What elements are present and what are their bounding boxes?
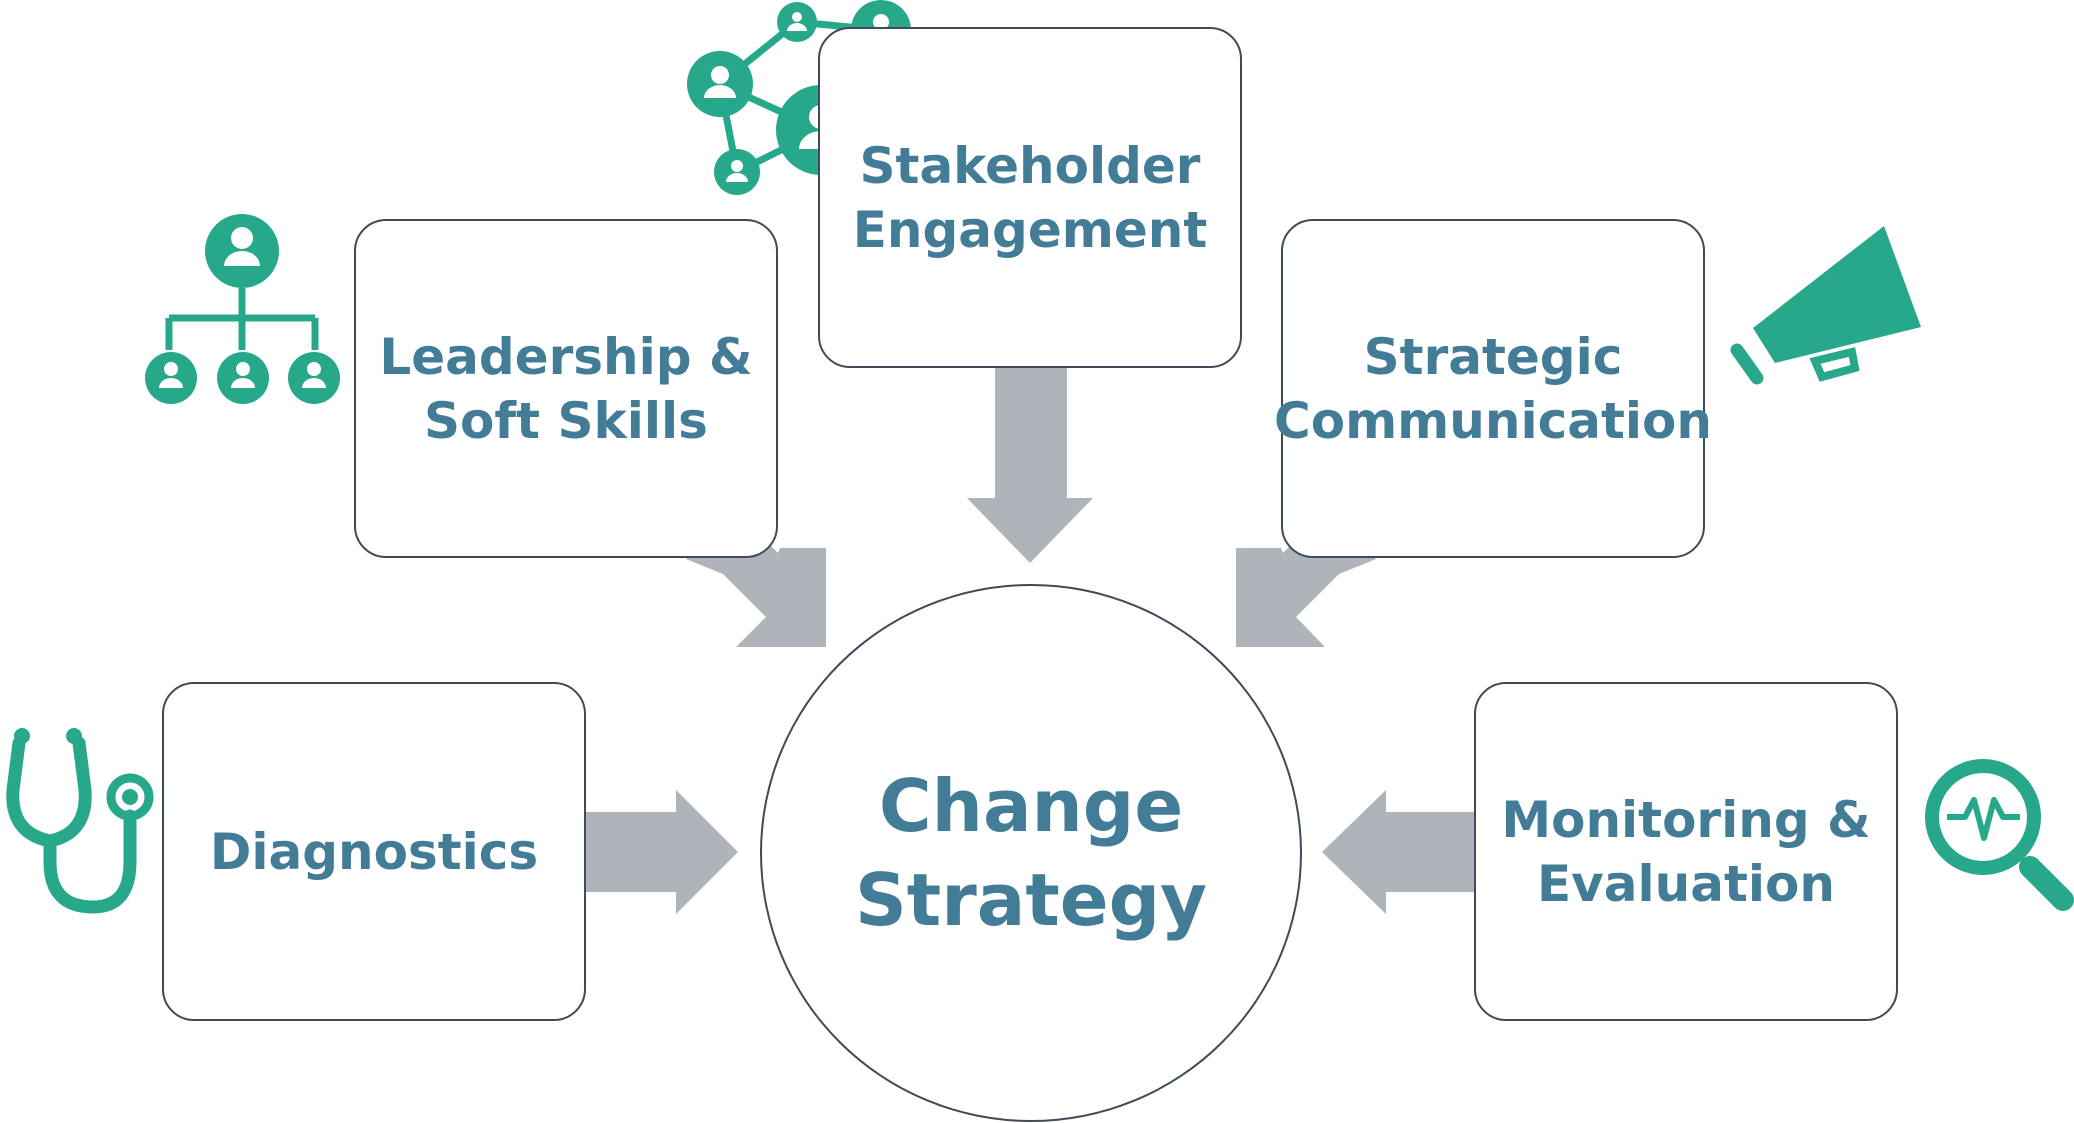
stethoscope-icon [6,736,154,914]
center-node-label: Change Strategy [854,764,1208,942]
org-chart-icon [145,214,340,404]
megaphone-icon [1730,226,1921,385]
center-node: Change Strategy [760,584,1302,1122]
node-diagnostics-label: Diagnostics [209,822,539,881]
magnifier-pulse-icon [1925,759,2074,911]
node-leadership: Leadership & Soft Skills [354,219,778,558]
node-diagnostics: Diagnostics [162,682,586,1021]
node-stakeholder: Stakeholder Engagement [818,27,1242,368]
arrow-stakeholder [967,368,1093,563]
node-communication-label: Strategic Communication [1274,327,1712,450]
node-communication: Strategic Communication [1274,219,1712,558]
node-stakeholder-label: Stakeholder Engagement [852,136,1208,259]
arrow-diagnostics [586,790,738,914]
node-monitoring-label: Monitoring & Evaluation [1501,790,1871,913]
arrow-monitoring [1322,790,1474,914]
node-monitoring: Monitoring & Evaluation [1474,682,1898,1021]
node-leadership-label: Leadership & Soft Skills [379,327,753,450]
